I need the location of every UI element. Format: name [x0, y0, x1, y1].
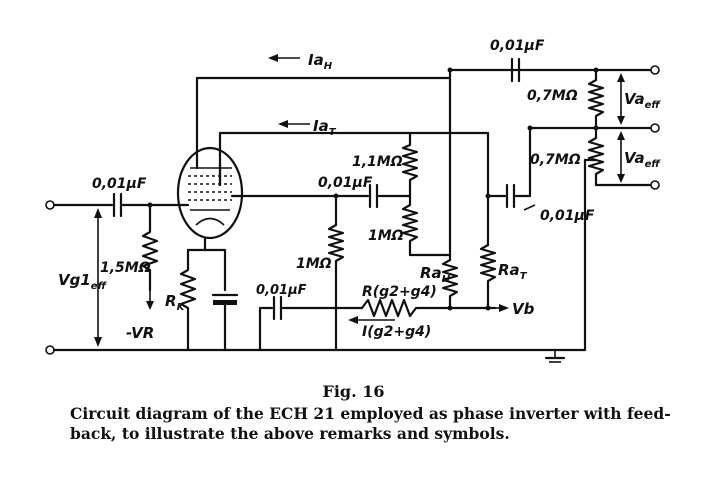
label-ra-t: RaT	[498, 261, 528, 282]
capacitor-top-right	[510, 57, 521, 83]
figure-caption: Circuit diagram of the ECH 21 employed a…	[70, 404, 671, 443]
label-rk: RK	[165, 292, 186, 313]
label-i-g2g4: I(g2+g4)	[362, 324, 431, 340]
resistor-0-7m-bottom	[587, 126, 657, 187]
label-r-0-7-bottom: 0,7MΩ	[530, 152, 581, 168]
label-minus-vr: -VR	[126, 324, 154, 342]
wire-iah	[195, 68, 657, 152]
capacitor-right	[505, 183, 516, 209]
label-cap-mid: 0,01μF	[318, 175, 373, 191]
label-va-bottom: Vaeff	[624, 149, 661, 170]
label-cap-input: 0,01μF	[92, 176, 147, 192]
wire-iat	[218, 131, 490, 247]
resistor-1m-left	[327, 194, 345, 352]
figure-number: Fig. 16	[322, 382, 385, 401]
output-terminal-bottom	[650, 180, 660, 190]
input-terminal-top	[45, 200, 55, 210]
label-r-1-left: 1MΩ	[296, 256, 332, 272]
resistor-ra-t	[479, 243, 497, 310]
resistor-rg2g4	[360, 298, 497, 318]
output-terminal-top	[650, 65, 660, 75]
resistor-ra-h	[441, 76, 459, 310]
label-r-0-7-top: 0,7MΩ	[527, 88, 578, 104]
label-ia-h: IaH	[308, 51, 333, 72]
resistor-1-5m	[141, 203, 159, 292]
capacitor-mid	[368, 183, 379, 209]
label-cap-bottom: 0,01μF	[256, 283, 307, 298]
capacitor-cathode	[211, 293, 239, 305]
wire-ground	[52, 158, 587, 352]
capacitor-bottom	[272, 295, 283, 321]
wire-cathode	[186, 236, 207, 252]
label-ra-h: RaH	[420, 264, 451, 285]
resistor-1-1m	[401, 131, 419, 198]
label-vb: Vb	[512, 300, 535, 318]
label-cap-right: 0,01μF	[540, 208, 595, 224]
label-cap-top-right: 0,01μF	[490, 38, 545, 54]
circuit-diagram: IaH IaT 0,01μF 0,01μF 0,01μF 0,01μF 0,01…	[45, 38, 661, 363]
tube-ech21	[176, 146, 244, 240]
ground-symbol	[544, 350, 566, 363]
label-r-1-1: 1,1MΩ	[352, 154, 403, 170]
label-vg1: Vg1eff	[58, 271, 108, 292]
label-r-1-5: 1,5MΩ	[100, 260, 151, 276]
label-r-1: 1MΩ	[368, 228, 404, 244]
label-va-top: Vaeff	[624, 90, 661, 111]
arrowhead-iah	[268, 54, 278, 62]
resistor-rk	[179, 248, 197, 352]
label-ia-t: IaT	[313, 117, 337, 138]
input-terminal-bottom	[45, 345, 55, 355]
resistor-1m-mid	[401, 194, 452, 257]
capacitor-input	[112, 192, 123, 218]
resistor-0-7m-top	[587, 68, 605, 130]
output-terminal-mid	[650, 123, 660, 133]
label-r-g2g4: R(g2+g4)	[362, 284, 437, 300]
arrowhead-iat	[278, 120, 288, 128]
